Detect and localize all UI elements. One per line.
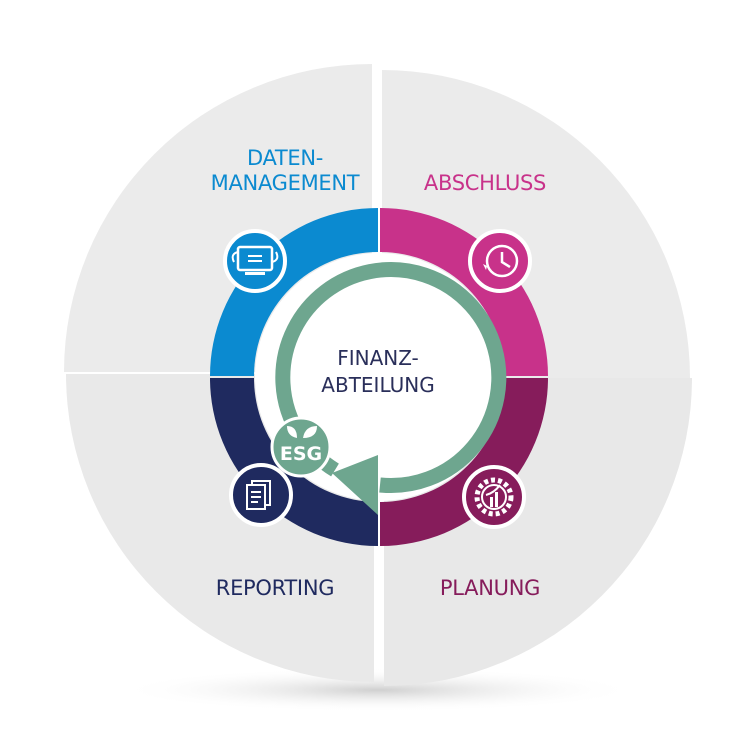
label-planung: PLANUNG bbox=[439, 576, 541, 600]
leaf-icon bbox=[287, 426, 317, 438]
center-title-line2: ABTEILUNG bbox=[321, 373, 435, 397]
center-title-line1: FINANZ- bbox=[337, 346, 419, 370]
label-datenmanagement-line1: DATEN- bbox=[246, 146, 324, 170]
documents-icon bbox=[229, 463, 293, 527]
clock-icon bbox=[468, 229, 532, 293]
label-datenmanagement-line2: MANAGEMENT bbox=[210, 171, 360, 195]
segment-ring bbox=[210, 208, 548, 546]
ring-datenmanagement bbox=[210, 208, 378, 376]
ring-planung bbox=[380, 378, 548, 546]
shadow bbox=[118, 668, 638, 712]
cycle-arrow bbox=[275, 262, 507, 494]
monitor-sync-icon bbox=[223, 229, 287, 293]
cycle-arrowhead bbox=[332, 455, 378, 515]
esg-label: ESG bbox=[279, 443, 323, 465]
label-abschluss: ABSCHLUSS bbox=[423, 171, 547, 195]
center-title: FINANZ- ABTEILUNG bbox=[300, 345, 456, 399]
label-reporting: REPORTING bbox=[215, 576, 335, 600]
esg-badge bbox=[270, 416, 332, 478]
ring-abschluss bbox=[380, 208, 548, 376]
gear-chart-icon bbox=[462, 465, 526, 529]
label-datenmanagement: DATEN- MANAGEMENT bbox=[200, 146, 370, 196]
ring-reporting bbox=[210, 378, 378, 546]
